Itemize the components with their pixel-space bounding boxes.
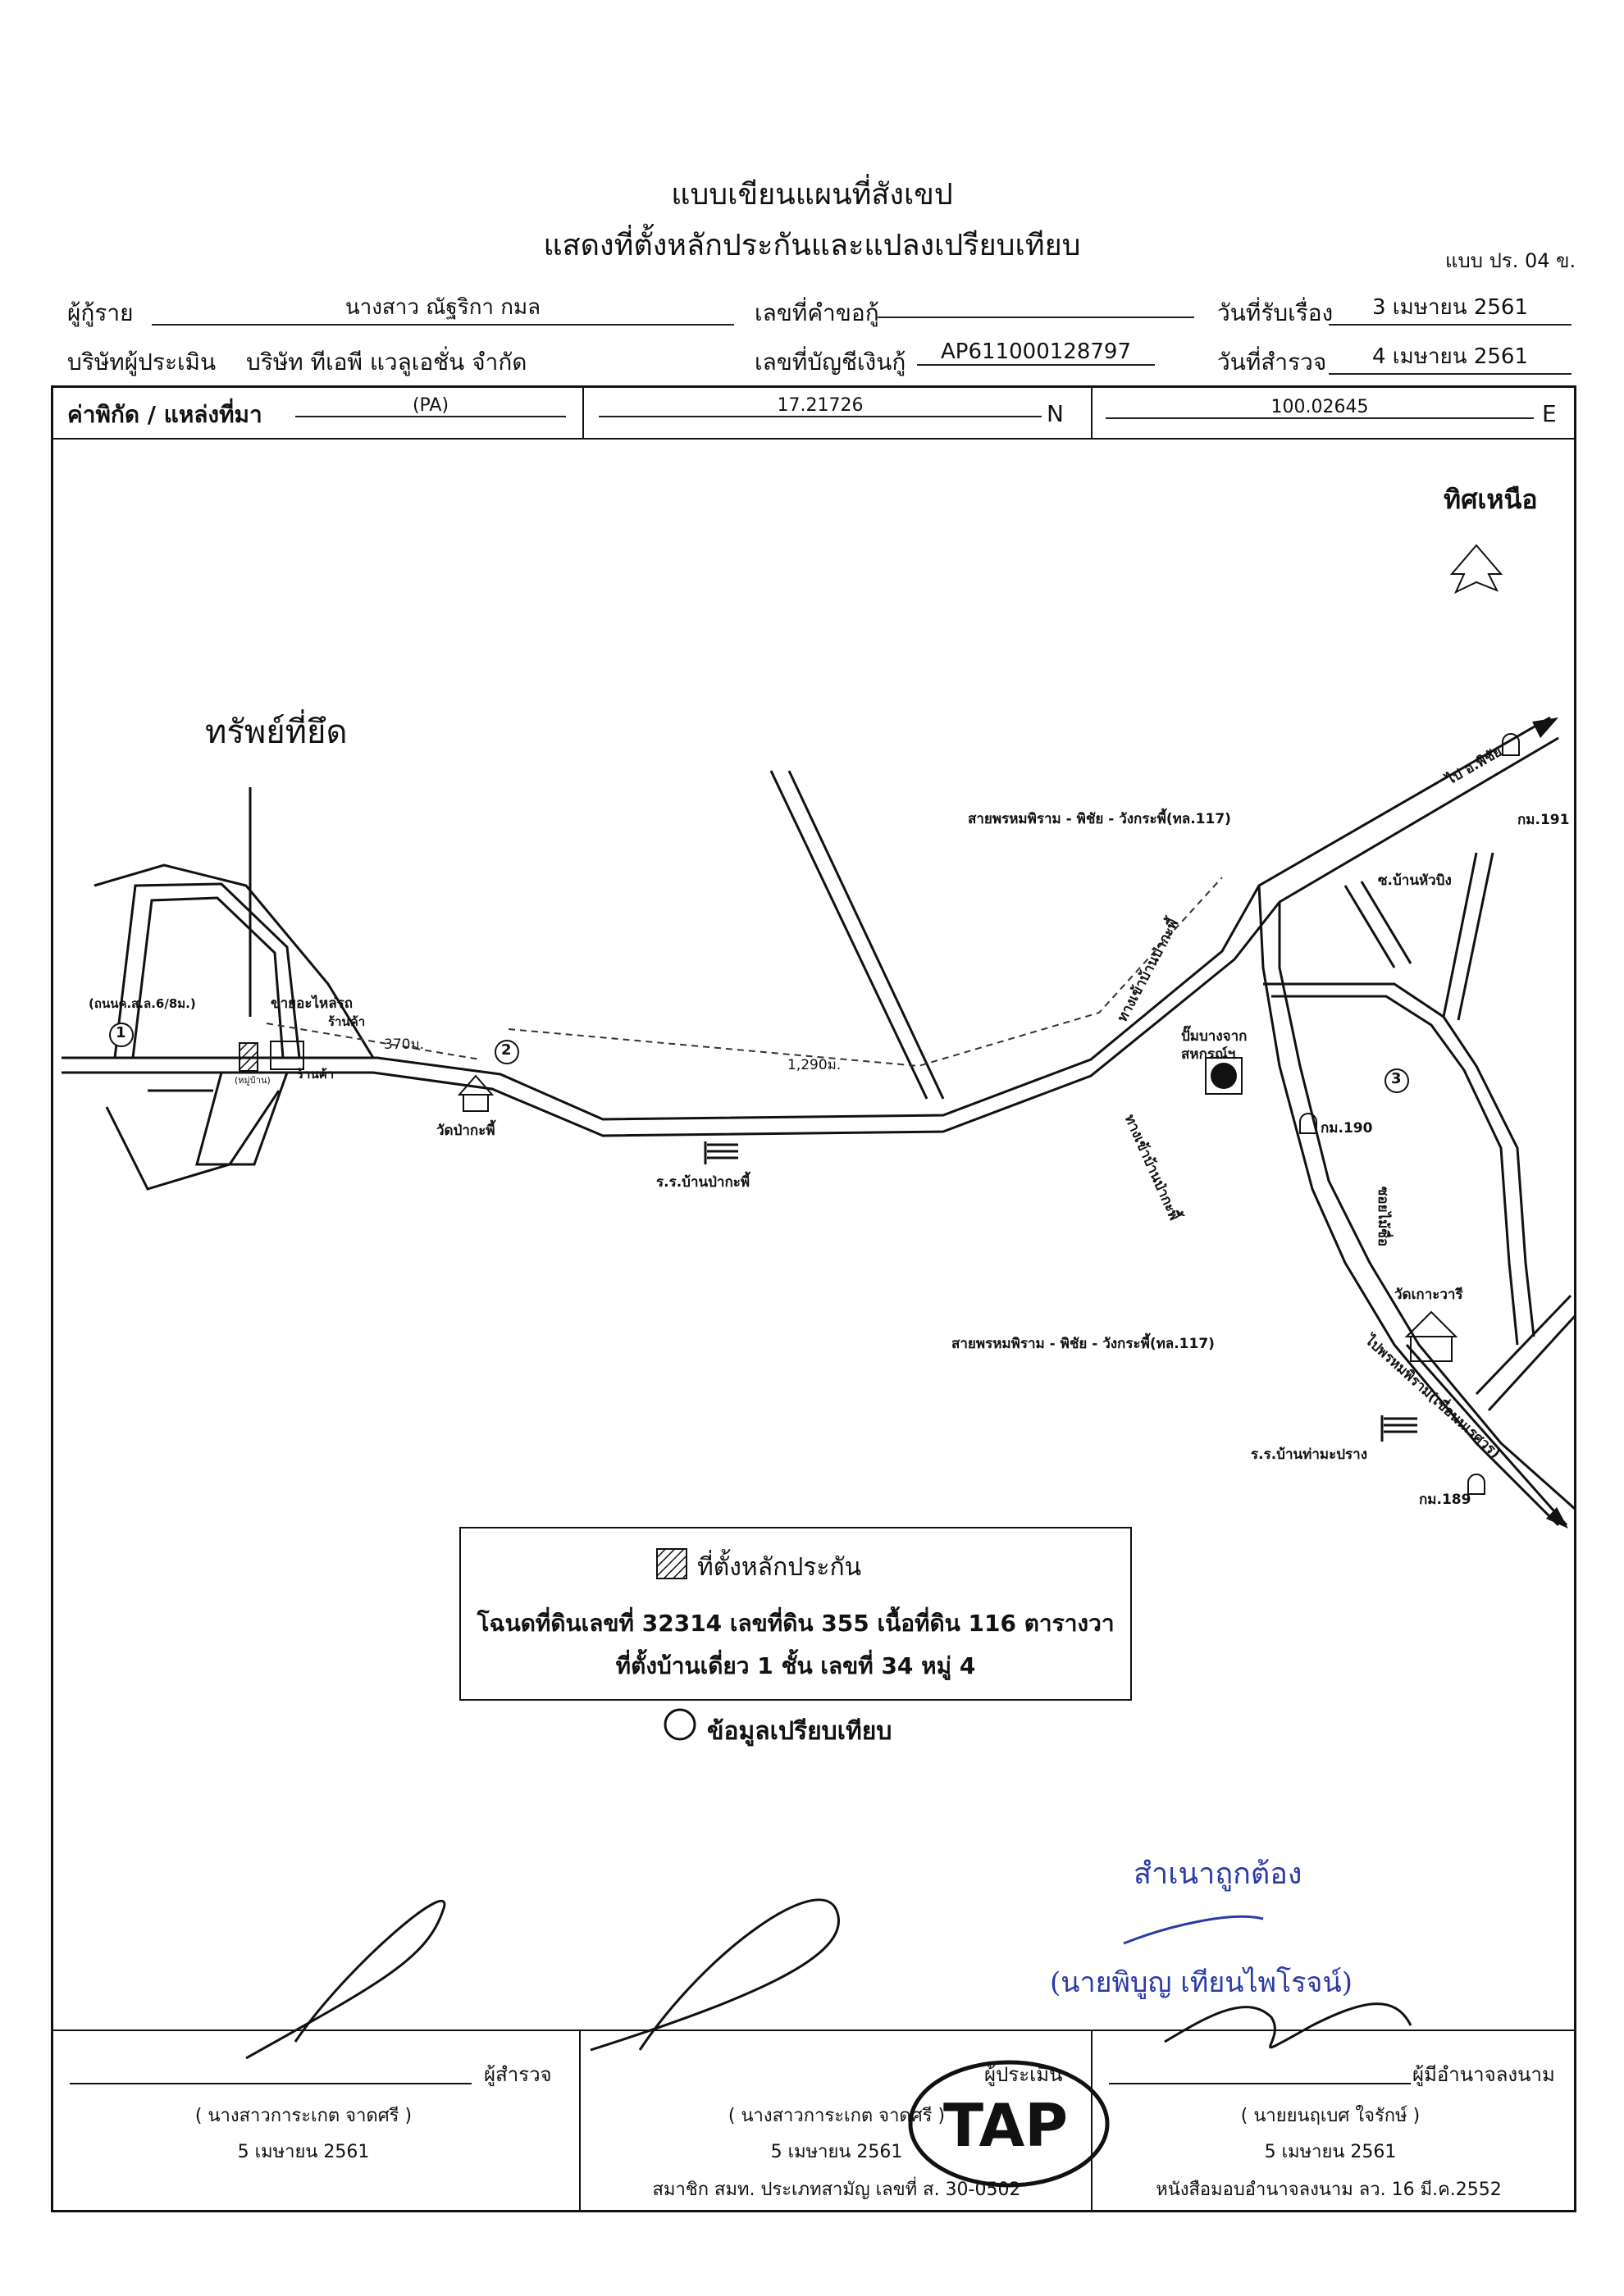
marker-2-label: 2 — [501, 1041, 512, 1059]
coords-label: ค่าพิกัด / แหล่งที่มา — [67, 401, 262, 428]
soi-mai-sue-label: ซอยไม้ซื่อ — [1375, 1186, 1392, 1247]
signature-certifier — [1123, 1915, 1264, 1945]
form-code: แบบ ปร. 04 ข. — [1445, 249, 1576, 272]
handwritten-property-label: ทรัพย์ที่ยึด — [205, 713, 348, 751]
north-label: ทิศเหนือ — [1444, 484, 1538, 515]
legend-box — [459, 1527, 1132, 1701]
appraiser-member: สมาชิก สมท. ประเภทสามัญ เลขที่ ส. 30-050… — [652, 2180, 1021, 2200]
main-road-edge-a — [62, 716, 1551, 1121]
received-date-label: วันที่รับเรื่อง — [1217, 299, 1334, 326]
collateral-plot — [239, 1042, 258, 1072]
signature-surveyor — [245, 1899, 446, 2060]
request-no-value — [878, 290, 1194, 318]
signer-date: 5 เมษายน 2561 — [1264, 2142, 1397, 2162]
surveyor-role: ผู้สำรวจ — [484, 2063, 552, 2086]
received-date-value: 3 เมษายน 2561 — [1329, 290, 1572, 326]
certified-copy-label: สำเนาถูกต้อง — [1134, 1857, 1302, 1891]
north-arrow-icon — [1449, 544, 1503, 594]
borrower-label: ผู้กู้ราย — [67, 299, 134, 326]
borrower-value: นางสาว ณัฐริกา กมล — [152, 290, 734, 326]
footer-sep-1 — [579, 2029, 581, 2212]
survey-date-value: 4 เมษายน 2561 — [1329, 339, 1572, 375]
marker-2-circle — [495, 1040, 519, 1064]
coords-lon: 100.02645 — [1106, 397, 1534, 419]
title-line-1: แบบเขียนแผนที่สังเขป — [671, 178, 953, 212]
marker-3-circle — [1385, 1068, 1409, 1093]
school-pa-kaphi-label: ร.ร.บ้านป่ากะพี้ — [656, 1174, 750, 1191]
signer-authorization: หนังสือมอบอำนาจลงนาม ลว. 16 มี.ค.2552 — [1156, 2180, 1502, 2200]
marker-1-circle — [109, 1023, 134, 1047]
distance-370-label: 370ม. — [384, 1036, 425, 1053]
shop-label-2: ร้านค้า — [297, 1067, 335, 1082]
signature-appraiser — [590, 1898, 840, 2052]
collateral-legend-label: ที่ตั้งหลักประกัน — [697, 1553, 862, 1582]
marker-1-label: 1 — [116, 1024, 126, 1041]
appraiser-value: บริษัท ทีเอพี แวลูเอชั่น จำกัด — [246, 348, 527, 376]
coords-lat-dir: N — [1047, 400, 1064, 427]
distance-1290-label: 1,290ม. — [787, 1057, 842, 1073]
signer-name: ( นายยนฤเบศ ใจรักษ์ ) — [1240, 2106, 1421, 2126]
dashed-route-1290 — [508, 877, 1223, 1068]
signature-signer — [1164, 2002, 1412, 2049]
collateral-legend-icon — [656, 1548, 687, 1579]
footer-divider — [51, 2029, 1576, 2031]
surveyor-date: 5 เมษายน 2561 — [237, 2142, 370, 2162]
survey-date-label: วันที่สำรวจ — [1217, 348, 1327, 376]
coords-divider — [51, 438, 1576, 440]
account-no-value: AP611000128797 — [917, 339, 1155, 366]
certifier-name: (นายพิบูญ เทียนไพโรจน์) — [1050, 1966, 1353, 1999]
temple-pa-kaphi-label: วัดป่ากะพี้ — [436, 1123, 495, 1139]
km190-label: กม.190 — [1321, 1120, 1373, 1137]
map-frame — [51, 385, 1576, 2212]
appraiser-name: ( นางสาวการะเกต จาดศรี ) — [728, 2106, 946, 2126]
company-stamp — [908, 2060, 1110, 2188]
coords-lat: 17.21726 — [599, 395, 1042, 417]
school-flag-icon-pa-kaphi — [704, 1141, 738, 1164]
shop-label-1: ร้านค้า — [328, 1014, 366, 1029]
account-no-label: เลขที่บัญชีเงินกู้ — [755, 348, 906, 376]
gas-station-label: ปั๊มบางจาก — [1181, 1028, 1248, 1045]
signer-sign-line — [1109, 2083, 1411, 2084]
school-flag-icon-tha-maprang — [1380, 1415, 1417, 1442]
comparison-legend-label: ข้อมูลเปรียบเทียบ — [707, 1717, 892, 1746]
coords-sep-1 — [582, 385, 584, 438]
coords-sep-2 — [1091, 385, 1093, 438]
deed-line: โฉนดที่ดินเลขที่ 32314 เลขที่ดิน 355 เนื… — [477, 1610, 1115, 1637]
gas-station-label-2: สหกรณ์ฯ — [1181, 1046, 1236, 1063]
appraiser-label: บริษัทผู้ประเมิน — [67, 348, 217, 376]
road-label-top: สายพรหมพิราม - พิชัย - วังกระพี้(ทล.117) — [968, 811, 1231, 827]
surveyor-sign-line — [70, 2083, 472, 2084]
coords-source: (PA) — [295, 395, 566, 417]
spare-parts-label: ขายอะไหล่รถ — [271, 995, 354, 1012]
km189-label: กม.189 — [1419, 1492, 1471, 1508]
house-label: (หมู่บ้าน) — [235, 1075, 271, 1086]
road-label-bottom: สายพรหมพิราม - พิชัย - วังกระพี้(ทล.117) — [951, 1336, 1215, 1352]
stamp-text: TAP — [943, 2091, 1069, 2160]
km-post-icon-190 — [1299, 1113, 1317, 1134]
temple-icon-ko-wari — [1404, 1310, 1458, 1362]
signer-role: ผู้มีอำนาจลงนาม — [1412, 2063, 1555, 2086]
coords-lon-dir: E — [1542, 400, 1557, 427]
school-tha-maprang-label: ร.ร.บ้านท่ามะปราง — [1251, 1446, 1367, 1463]
soi-hua-bing-label: ซ.บ้านหัวบิง — [1378, 872, 1452, 889]
surveyor-name: ( นางสาวการะเกต จาดศรี ) — [194, 2106, 413, 2126]
appraiser-role: ผู้ประเมิน — [984, 2063, 1063, 2086]
km191-label: กม.191 — [1517, 812, 1570, 828]
main-road-edge-b — [62, 736, 1559, 1137]
footer-sep-2 — [1091, 2029, 1093, 2212]
temple-icon-pa-kaphi — [457, 1074, 495, 1112]
house-line: ที่ตั้งบ้านเดี่ยว 1 ชั้น เลขที่ 34 หมู่ … — [615, 1652, 976, 1679]
marker-3-label: 3 — [1391, 1070, 1402, 1087]
title-line-2: แสดงที่ตั้งหลักประกันและแปลงเปรียบเทียบ — [543, 229, 1081, 262]
km-post-icon-189 — [1467, 1474, 1485, 1495]
appraiser-date: 5 เมษายน 2561 — [770, 2142, 903, 2162]
request-no-label: เลขที่คำขอกู้ — [755, 299, 879, 326]
left-road-label: (ถนนค.ส.ล.6/8ม.) — [89, 996, 196, 1011]
dashed-route-370 — [266, 1023, 481, 1060]
temple-ko-wari-label: วัดเกาะวารี — [1394, 1287, 1463, 1303]
km-post-icon-191 — [1502, 733, 1520, 756]
comparison-legend-icon — [664, 1708, 696, 1741]
